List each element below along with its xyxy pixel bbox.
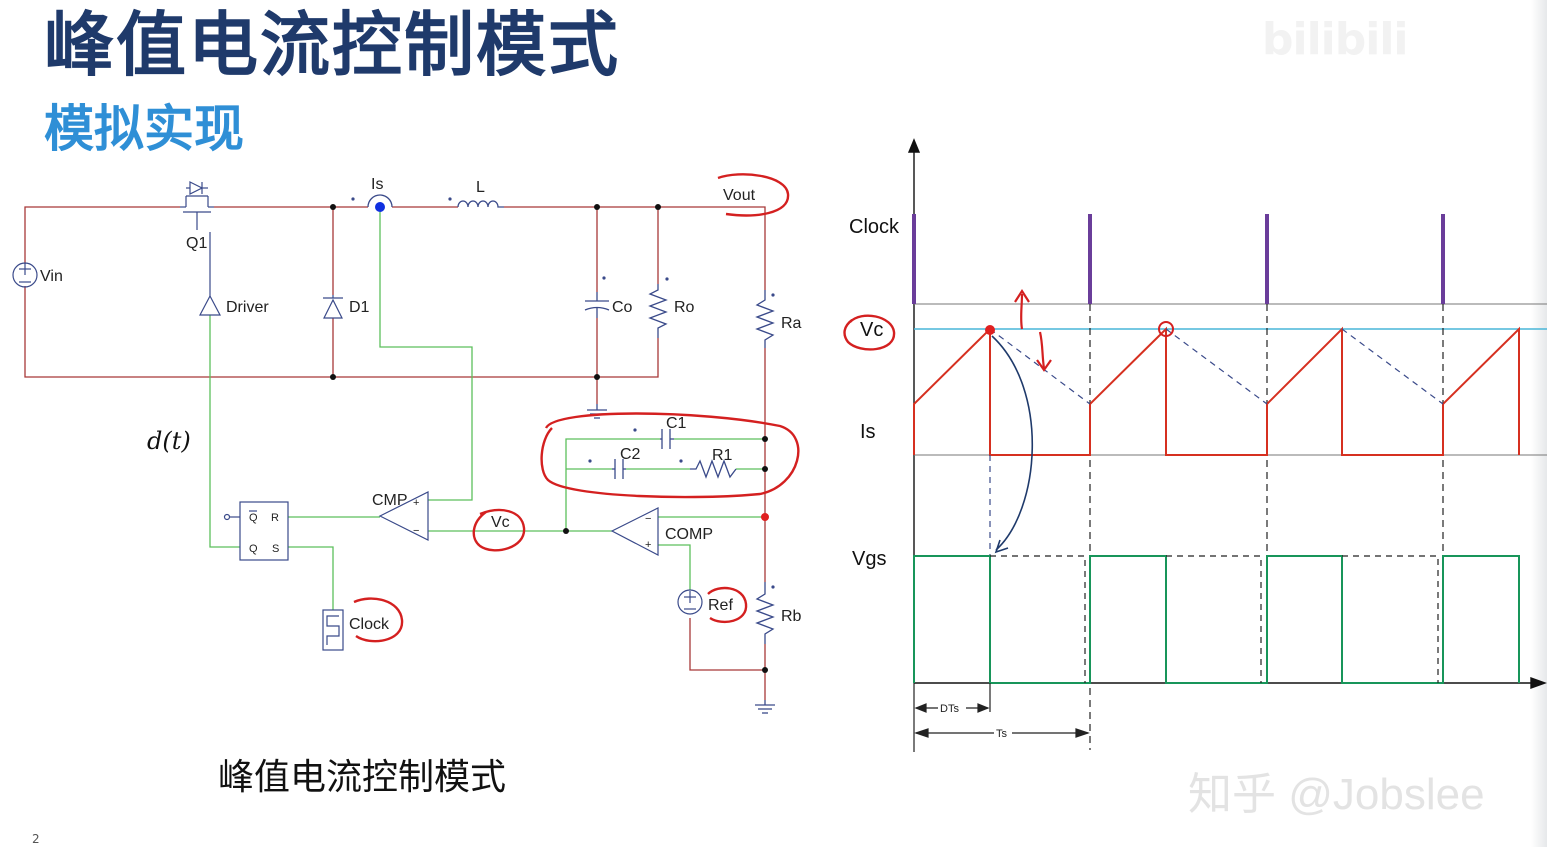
ra-resistor — [755, 290, 775, 348]
vgs-gate-waveform — [913, 555, 1520, 684]
signal-wires — [209, 212, 765, 610]
label-inductor: L — [476, 179, 485, 196]
peak-to-gate-arrow — [991, 335, 1034, 554]
label-comp-plus: + — [645, 539, 651, 551]
vc-adjust-arrows — [1014, 288, 1052, 372]
waveform-labels: Clock Vc Is Vgs DTs Ts — [849, 216, 1012, 740]
label-clock-circuit: Clock — [349, 616, 390, 633]
label-ref: Ref — [708, 597, 733, 614]
inductor-l — [448, 197, 504, 208]
label-d1: D1 — [349, 299, 370, 316]
power-wires — [24, 206, 766, 700]
junction-dots — [330, 204, 769, 673]
label-vgs-wave: Vgs — [852, 548, 886, 570]
waveform-baselines — [914, 303, 1547, 456]
zhihu-watermark: 知乎 @Jobslee — [1188, 770, 1485, 819]
figure-caption: 峰值电流控制模式 — [218, 757, 507, 798]
label-vout: Vout — [723, 187, 756, 204]
label-c2: C2 — [620, 446, 641, 463]
label-r1: R1 — [712, 447, 733, 464]
bilibili-watermark: bilibili — [1262, 14, 1408, 65]
label-c1: C1 — [666, 415, 687, 432]
label-clock-wave: Clock — [849, 216, 900, 238]
slide-subtitle: 模拟实现 — [44, 100, 244, 158]
driver-buffer — [199, 232, 221, 316]
timing-waveforms — [907, 138, 1547, 752]
label-vc-circuit: Vc — [491, 514, 510, 531]
ground-symbol-2 — [755, 700, 775, 714]
c1-capacitor — [633, 428, 674, 449]
is-current-waveform — [913, 326, 1520, 456]
vgs-dashed-extension — [990, 555, 1439, 683]
label-duty-signal: d(t) — [147, 427, 191, 455]
label-cmp-plus: + — [413, 497, 419, 509]
label-dts: DTs — [940, 703, 959, 715]
dimension-lines — [913, 683, 1090, 752]
label-cmp: CMP — [372, 492, 408, 509]
rb-resistor — [755, 582, 775, 644]
sr-flip-flop — [223, 501, 289, 561]
label-is-wave: Is — [860, 421, 876, 443]
label-rb: Rb — [781, 608, 802, 625]
r1-resistor — [679, 459, 737, 479]
red-annotations — [353, 173, 896, 643]
label-comp: COMP — [665, 526, 713, 543]
is-decay-dashed — [989, 328, 1444, 556]
label-flipflop-r: R — [271, 512, 279, 524]
label-comp-minus: − — [645, 513, 651, 525]
cmp-comparator — [378, 491, 429, 541]
circuit-labels: Vin Q1 Is L Vout Driver D1 Co Ro Ra C1 C… — [40, 176, 802, 633]
co-capacitor — [584, 276, 610, 318]
label-ts: Ts — [996, 728, 1008, 740]
clock-source — [322, 609, 344, 651]
vin-voltage-source — [12, 262, 38, 288]
waveform-axes — [907, 138, 1547, 689]
slide-title: 峰值电流控制模式 — [44, 4, 620, 86]
ro-resistor — [648, 277, 669, 338]
label-is: Is — [371, 176, 383, 193]
label-ra: Ra — [781, 315, 802, 332]
peak-markers — [985, 321, 1174, 337]
buck-converter-schematic — [12, 173, 896, 714]
label-vc-wave: Vc — [860, 319, 883, 341]
label-q1: Q1 — [186, 235, 207, 252]
label-co: Co — [612, 299, 633, 316]
label-vin: Vin — [40, 268, 63, 285]
label-ro: Ro — [674, 299, 695, 316]
label-flipflop-qbar: Q — [249, 512, 258, 524]
slide-edge-shadow — [1531, 0, 1547, 847]
label-cmp-minus: − — [413, 525, 419, 537]
comp-error-amplifier — [610, 507, 659, 556]
ref-voltage-source — [677, 589, 703, 615]
clock-pulses — [912, 214, 1445, 304]
d1-diode — [323, 295, 343, 319]
label-flipflop-s: S — [272, 543, 279, 555]
page-number: 2 — [32, 832, 40, 846]
q1-mosfet — [180, 181, 214, 230]
label-flipflop-q: Q — [249, 543, 258, 555]
label-driver: Driver — [226, 299, 269, 316]
is-current-probe — [351, 194, 393, 212]
c2-capacitor — [588, 459, 626, 479]
